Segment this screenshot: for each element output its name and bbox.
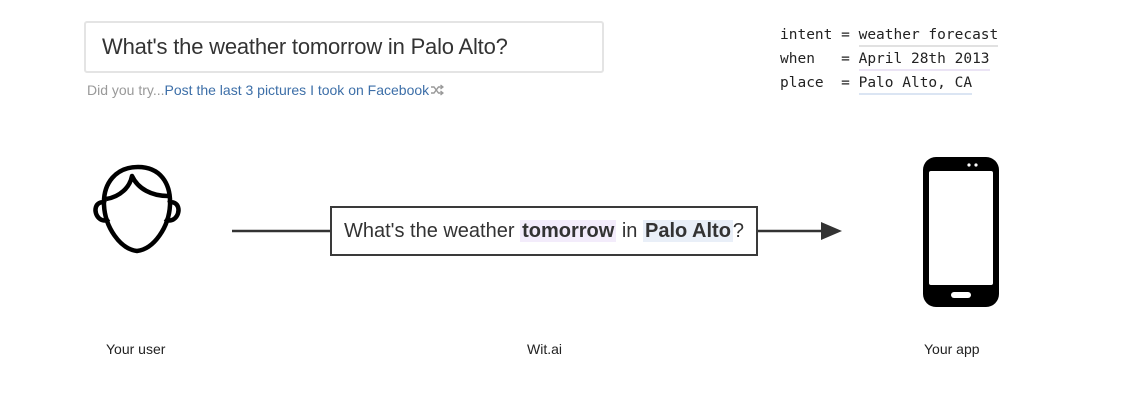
entity-key: intent <box>780 27 833 43</box>
shuffle-icon[interactable] <box>430 83 445 96</box>
suggestion-line: Did you try...Post the last 3 pictures I… <box>87 82 445 98</box>
entity-key: when <box>780 51 833 67</box>
sentence-text: ? <box>732 220 745 242</box>
entity-key: place <box>780 75 833 91</box>
suggestion-link[interactable]: Post the last 3 pictures I took on Faceb… <box>164 82 430 98</box>
entity-separator: = <box>832 75 859 91</box>
entity-value: Palo Alto, CA <box>858 74 973 95</box>
query-input[interactable]: What's the weather tomorrow in Palo Alto… <box>84 21 604 73</box>
parsed-sentence-box: What's the weather tomorrow in Palo Alto… <box>330 206 758 256</box>
caption-your-app: Your app <box>924 341 980 357</box>
caption-your-user: Your user <box>106 341 166 357</box>
entity-separator: = <box>832 27 859 43</box>
entity-intent: intent = weather forecast <box>780 26 999 50</box>
caption-wit-ai: Wit.ai <box>527 341 562 357</box>
sentence-text: What's the weather <box>343 220 521 242</box>
entities-panel: intent = weather forecast when = April 2… <box>780 26 999 98</box>
entity-separator: = <box>832 51 859 67</box>
flow-arrow <box>230 218 845 249</box>
entity-place: place = Palo Alto, CA <box>780 74 998 98</box>
entity-when: when = April 28th 2013 <box>780 50 998 74</box>
suggestion-prefix: Did you try... <box>87 82 165 98</box>
smartphone-icon <box>921 156 1001 313</box>
arrow-right-icon <box>821 222 842 240</box>
sentence-text: in <box>616 220 643 242</box>
entity-value: April 28th 2013 <box>858 50 990 71</box>
highlight-when: tomorrow <box>520 220 617 242</box>
user-head-icon <box>92 163 182 260</box>
highlight-place: Palo Alto <box>642 220 733 242</box>
entity-value: weather forecast <box>858 26 999 47</box>
